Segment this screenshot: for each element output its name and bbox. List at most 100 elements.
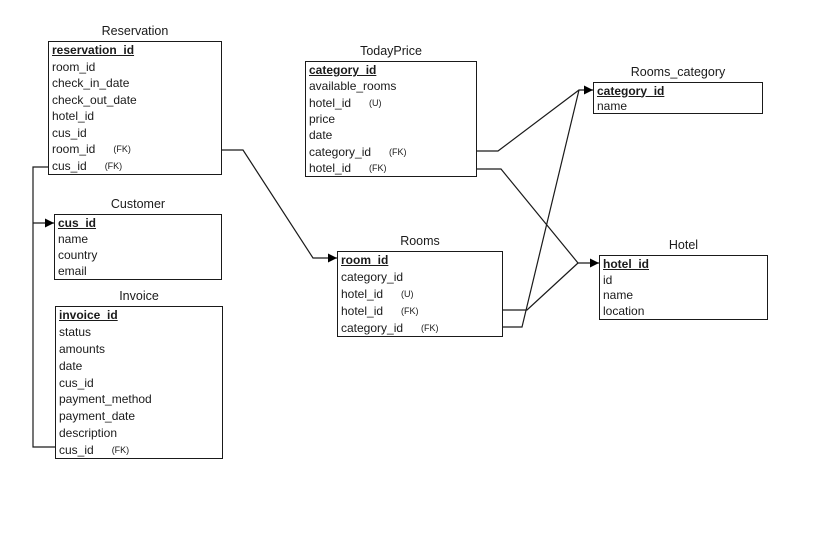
field-row: id: [600, 272, 767, 288]
field-row: email: [55, 263, 221, 279]
field-row: check_in_date: [49, 75, 221, 92]
field-name: category_id: [309, 63, 377, 78]
field-name: date: [59, 358, 83, 373]
field-name: available_rooms: [309, 79, 397, 94]
field-row: location: [600, 303, 767, 319]
field-row: hotel_id: [600, 256, 767, 272]
field-key-tag: (U): [369, 97, 382, 108]
field-name: reservation_id: [52, 43, 135, 58]
field-name: cus_id: [59, 442, 94, 457]
field-key-tag: (FK): [401, 305, 419, 316]
field-row: country: [55, 247, 221, 263]
field-name: category_id: [309, 144, 372, 159]
field-row: room_id (FK): [49, 141, 221, 158]
field-key-tag: (FK): [113, 144, 131, 155]
field-name: payment_method: [59, 392, 152, 407]
field-name: cus_id: [52, 158, 87, 173]
field-name: hotel_id: [603, 256, 650, 271]
field-row: date: [56, 357, 222, 374]
field-row: available_rooms: [306, 78, 476, 94]
field-name: check_out_date: [52, 92, 137, 107]
field-name: name: [597, 98, 628, 113]
field-row: hotel_id (U): [306, 95, 476, 111]
field-name: amounts: [59, 341, 106, 356]
field-name: room_id: [341, 253, 389, 268]
field-name: hotel_id: [341, 286, 384, 301]
field-key-tag: (FK): [369, 162, 387, 173]
field-name: invoice_id: [59, 308, 118, 323]
field-name: hotel_id: [52, 109, 95, 124]
field-row: cus_id: [49, 125, 221, 142]
field-row: room_id: [338, 252, 502, 269]
field-row: reservation_id: [49, 42, 221, 59]
table-title-rooms: Rooms: [400, 234, 440, 248]
arrowhead-icon: [45, 218, 54, 228]
field-name: category_id: [341, 320, 404, 335]
arrowhead-icon: [328, 253, 337, 263]
field-row: name: [594, 98, 762, 113]
connector-todayprice-to-rooms-category: [477, 89, 593, 152]
field-name: name: [58, 232, 89, 246]
field-row: name: [55, 231, 221, 247]
field-row: category_id (FK): [306, 143, 476, 159]
table-title-rooms_category: Rooms_category: [630, 65, 726, 79]
connector-rooms-to-hotel: [503, 262, 579, 311]
field-row: check_out_date: [49, 92, 221, 109]
field-row: description: [56, 424, 222, 441]
field-row: hotel_id (FK): [338, 302, 502, 319]
field-name: id: [603, 272, 613, 287]
field-name: cus_id: [58, 216, 97, 230]
field-name: hotel_id: [341, 303, 384, 318]
field-name: location: [603, 304, 645, 319]
table-title-reservation: Reservation: [101, 24, 169, 38]
field-name: room_id: [52, 59, 96, 74]
field-key-tag: (U): [401, 288, 414, 299]
field-row: payment_method: [56, 391, 222, 408]
field-key-tag: (FK): [104, 160, 123, 171]
field-row: status: [56, 324, 222, 341]
field-row: name: [600, 288, 767, 304]
field-name: name: [603, 288, 634, 303]
field-row: hotel_id (FK): [306, 160, 476, 176]
field-name: check_in_date: [52, 76, 130, 91]
field-name: status: [59, 325, 92, 340]
field-row: invoice_id: [56, 307, 222, 324]
field-row: room_id: [49, 59, 221, 76]
field-name: room_id: [52, 142, 96, 157]
field-name: email: [58, 264, 87, 278]
field-row: cus_id (FK): [49, 158, 221, 175]
field-row: category_id: [306, 62, 476, 78]
field-name: category_id: [341, 270, 404, 285]
field-name: category_id: [597, 83, 665, 98]
field-row: date: [306, 127, 476, 143]
field-name: hotel_id: [309, 160, 352, 175]
field-name: country: [58, 248, 98, 262]
field-row: category_id: [594, 83, 762, 98]
field-row: category_id(FK): [338, 319, 502, 336]
field-row: hotel_id: [49, 108, 221, 125]
field-row: cus_id: [55, 215, 221, 231]
field-name: date: [309, 128, 333, 143]
table-title-todayprice: TodayPrice: [360, 44, 422, 58]
arrowhead-icon: [590, 258, 599, 268]
field-key-tag: (FK): [111, 444, 130, 455]
field-name: cus_id: [59, 375, 94, 390]
field-name: hotel_id: [309, 95, 352, 110]
field-row: cus_id: [56, 374, 222, 391]
field-row: hotel_id (U): [338, 286, 502, 303]
table-title-hotel: Hotel: [668, 238, 699, 252]
field-name: payment_date: [59, 409, 136, 424]
field-key-tag: (FK): [389, 146, 407, 157]
connector-rooms-to-rooms-category: [503, 89, 580, 328]
arrowhead-icon: [584, 85, 593, 95]
table-title-invoice: Invoice: [119, 289, 159, 303]
field-name: cus_id: [52, 125, 87, 140]
table-title-customer: Customer: [110, 197, 166, 211]
